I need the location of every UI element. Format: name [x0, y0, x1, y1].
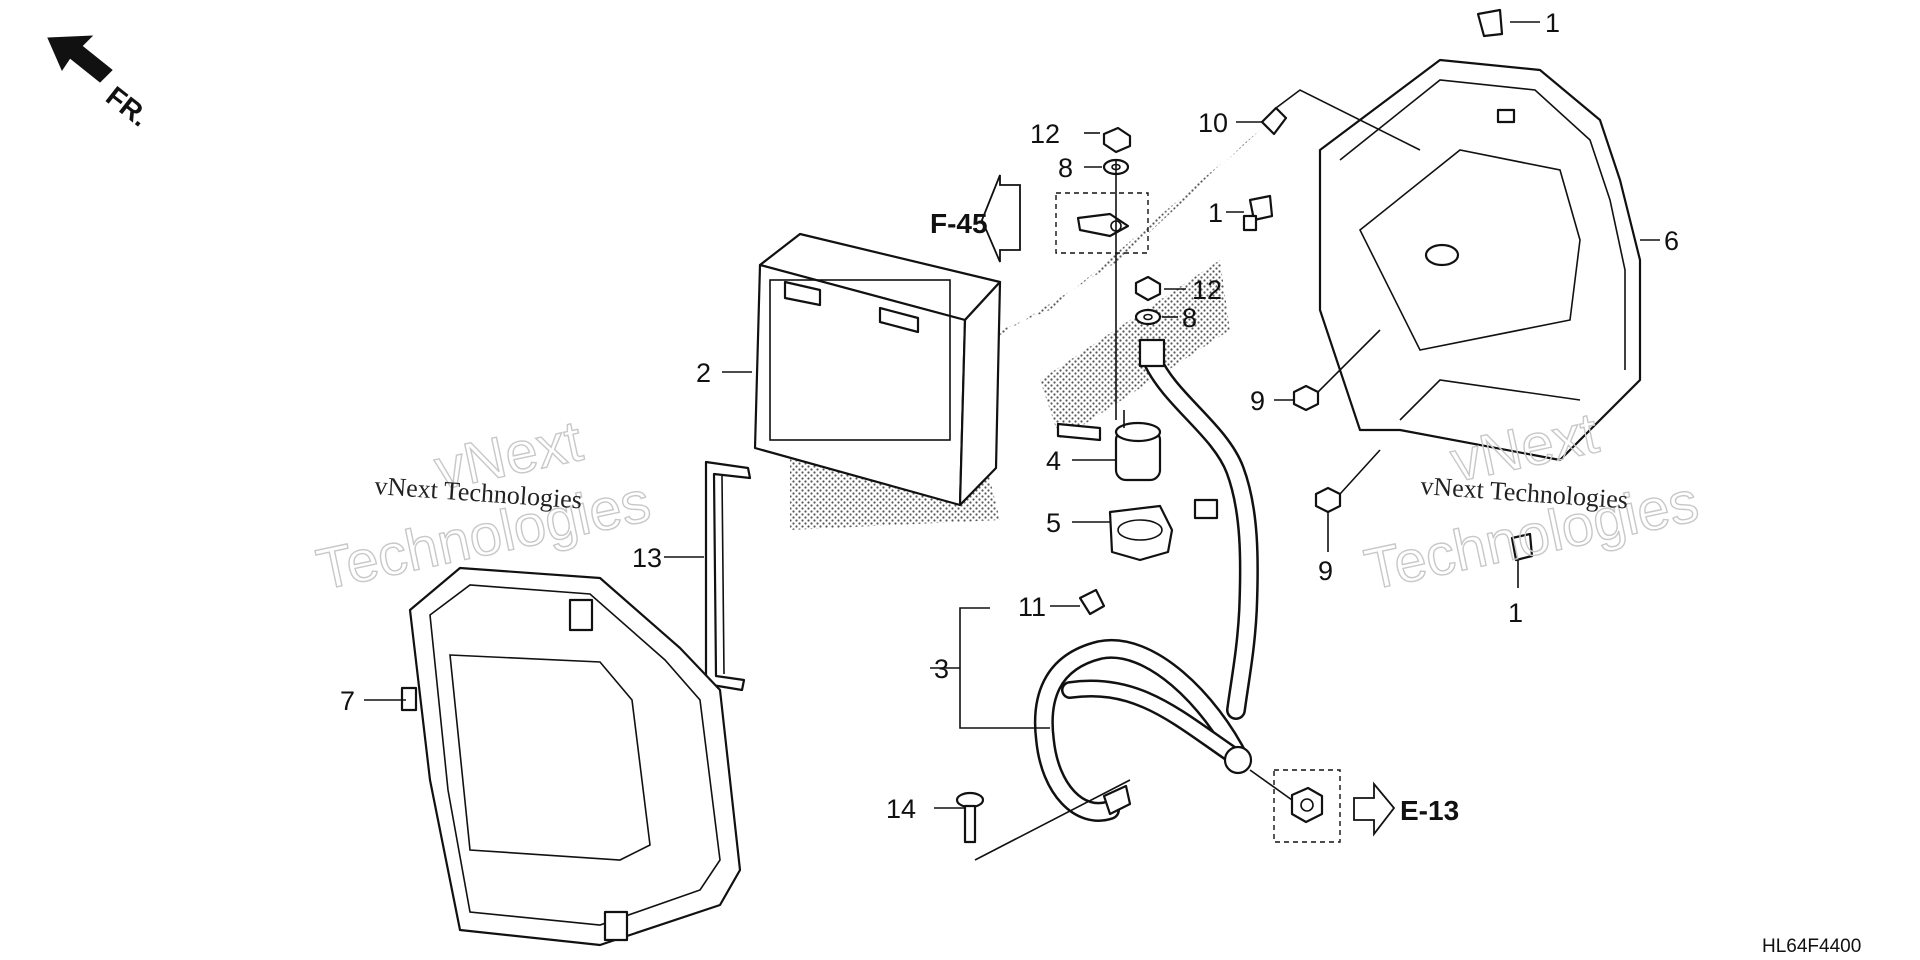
callout-10: 10 — [1198, 108, 1228, 138]
callout-1-middle: 1 — [1208, 198, 1223, 228]
callout-13: 13 — [632, 543, 662, 573]
callout-7: 7 — [340, 686, 355, 716]
e13-detail — [1273, 769, 1341, 843]
callout-9-lower: 9 — [1318, 556, 1333, 586]
callout-6: 6 — [1664, 226, 1679, 256]
callout-1-top: 1 — [1545, 8, 1560, 38]
callouts: 1 1 1 2 3 4 5 6 7 8 8 9 9 10 11 12 12 13… — [340, 8, 1679, 824]
callout-5: 5 — [1046, 508, 1061, 538]
callout-4: 4 — [1046, 446, 1061, 476]
battery — [753, 232, 1002, 507]
callout-8-lower: 8 — [1182, 303, 1197, 333]
callout-11: 11 — [1018, 592, 1046, 622]
bolt-upper — [1292, 384, 1320, 412]
callout-14: 14 — [886, 794, 916, 824]
front-label: FR. — [100, 80, 155, 132]
front-indicator: FR. — [47, 35, 155, 133]
starter-cable — [1138, 338, 1259, 720]
leader-lines — [364, 21, 1660, 861]
battery-box — [1318, 58, 1642, 462]
reference-arrow-icon — [981, 174, 1021, 263]
clip-lower — [1510, 532, 1534, 562]
diagram-code: HL64F4400 — [1762, 936, 1861, 957]
reference-arrow-icon — [1353, 781, 1396, 837]
callout-12-lower: 12 — [1192, 275, 1222, 305]
front-arrow-icon — [47, 35, 113, 83]
lower-nut — [1134, 275, 1162, 302]
callout-9-upper: 9 — [1250, 386, 1265, 416]
callout-8-upper: 8 — [1058, 153, 1073, 183]
starter-switch — [1056, 410, 1162, 482]
cable-clip — [1078, 588, 1106, 616]
callout-12-upper: 12 — [1030, 119, 1060, 149]
battery-cover — [400, 566, 742, 947]
f45-detail — [1055, 160, 1149, 420]
callout-3: 3 — [934, 654, 949, 684]
lower-washer — [1134, 308, 1162, 326]
grommet — [1260, 89, 1421, 151]
battery-band — [704, 460, 752, 692]
callout-1-lower: 1 — [1508, 598, 1523, 628]
switch-holder — [1108, 504, 1174, 562]
ref-e13-label: E-13 — [1400, 795, 1459, 826]
clip-middle — [1242, 194, 1274, 232]
bolt-lower — [1314, 486, 1342, 514]
ref-e13: E-13 — [1353, 781, 1459, 837]
upper-nut — [1102, 126, 1132, 154]
ref-f45-label: F-45 — [930, 208, 988, 239]
callout-2: 2 — [696, 358, 711, 388]
flange-bolt — [955, 791, 985, 844]
clip-top — [1476, 8, 1504, 38]
ref-f45: F-45 — [930, 174, 1021, 263]
battery-cable — [1033, 638, 1253, 822]
